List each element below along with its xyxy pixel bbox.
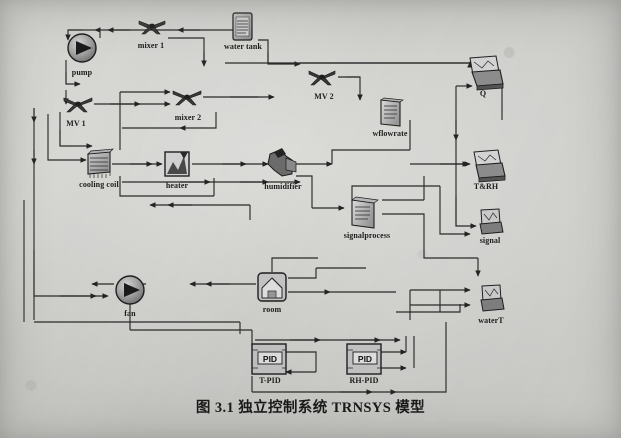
figure-caption: 图 3.1 独立控制系统 TRNSYS 模型 (195, 400, 426, 416)
node-coolingcoil[interactable]: cooling coil (79, 148, 119, 189)
node-label-fan: fan (124, 309, 136, 318)
pid-box-text: PID (263, 354, 277, 364)
printer-small-icon (479, 208, 504, 235)
pid-icon: PID (346, 343, 382, 375)
node-label-room: room (263, 305, 282, 314)
room-icon (257, 272, 287, 302)
node-label-waterT: waterT (478, 316, 504, 325)
pump-icon (76, 41, 92, 55)
node-label-pump: pump (72, 68, 93, 77)
node-mv1[interactable]: MV 1 (63, 97, 93, 128)
node-label-heater: heater (166, 181, 189, 190)
connector-layer (23, 27, 503, 395)
node-q[interactable]: Q (469, 55, 504, 98)
tank-icon (232, 12, 253, 41)
node-rhpid[interactable]: PID RH-PID (346, 343, 382, 385)
node-humidifier[interactable]: humidifier (264, 148, 302, 191)
printer-icon (473, 149, 506, 183)
three-way-valve-icon (308, 70, 336, 86)
three-way-valve-icon (63, 97, 93, 113)
node-room[interactable]: room (257, 272, 287, 314)
node-wflowrate[interactable]: wflowrate (372, 97, 408, 138)
three-way-valve-icon (138, 20, 166, 35)
node-label-signal: signal (480, 236, 501, 245)
pid-icon: PID (251, 343, 287, 375)
node-fan[interactable]: fan (115, 275, 145, 318)
node-label-mv2: MV 2 (314, 92, 334, 101)
printer-small-icon (480, 284, 505, 312)
plotter-icon (351, 196, 379, 229)
node-watertank[interactable]: water tank (224, 12, 262, 51)
node-label-tpid: T-PID (259, 376, 281, 385)
node-mixer1[interactable]: mixer 1 (138, 20, 166, 50)
humidifier-icon (267, 148, 297, 177)
fan-icon (124, 283, 140, 297)
node-signalprocess[interactable]: signalprocess (344, 196, 391, 240)
node-label-trh: T&RH (474, 182, 499, 191)
node-mixer2[interactable]: mixer 2 (172, 90, 202, 122)
plotter-icon (379, 97, 405, 127)
node-label-mv1: MV 1 (66, 119, 86, 128)
pid-box-text: PID (358, 354, 372, 364)
node-label-coolingcoil: cooling coil (79, 180, 119, 189)
printer-icon (469, 55, 504, 91)
node-tpid[interactable]: PID T-PID (251, 343, 287, 385)
node-label-mixer1: mixer 1 (138, 41, 165, 50)
node-signal[interactable]: signal (479, 208, 504, 245)
node-label-mixer2: mixer 2 (175, 113, 202, 122)
node-waterT[interactable]: waterT (478, 284, 505, 325)
three-way-valve-icon (172, 90, 202, 106)
node-heater[interactable]: heater (164, 151, 190, 190)
node-label-watertank: water tank (224, 42, 262, 51)
node-label-q: Q (480, 89, 486, 98)
cooling-coil-icon (87, 148, 114, 178)
node-trh[interactable]: T&RH (473, 149, 506, 191)
node-label-wflowrate: wflowrate (372, 129, 407, 138)
node-label-humidifier: humidifier (264, 182, 302, 191)
heater-icon (164, 151, 190, 177)
node-label-rhpid: RH-PID (349, 376, 378, 385)
node-mv2[interactable]: MV 2 (308, 70, 336, 101)
node-pump[interactable]: pump (67, 33, 97, 77)
node-label-signalprocess: signalprocess (344, 231, 391, 240)
